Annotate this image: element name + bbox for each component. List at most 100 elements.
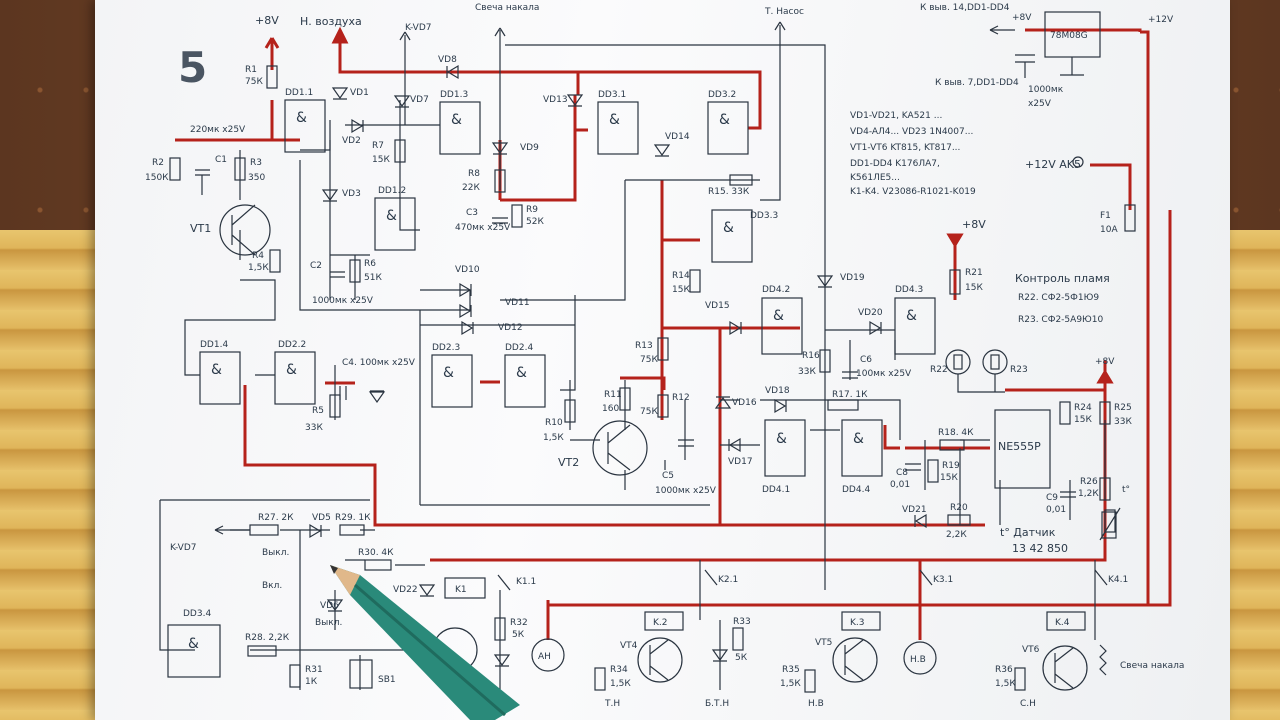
ne555-chip — [994, 409, 1051, 489]
voltage-regulator: 78M08G К выв. 14,DD1-DD4 +8V +12V К выв.… — [920, 3, 1174, 109]
button-sb1-symbol — [349, 659, 373, 689]
svg-text:R18. 4К: R18. 4К — [938, 428, 974, 438]
svg-text:VD6: VD6 — [320, 601, 339, 611]
svg-text:R21: R21 — [965, 268, 983, 278]
logic-gates: && && && && && && && & — [167, 99, 936, 678]
svg-text:VD1-VD21, KA521 ...: VD1-VD21, KA521 ... — [850, 111, 942, 121]
svg-text:АН: АН — [538, 652, 551, 662]
svg-text:R8: R8 — [468, 169, 480, 179]
gate-dd3-1 — [597, 101, 639, 155]
svg-text:R24: R24 — [1074, 403, 1092, 413]
svg-text:1К: 1К — [305, 677, 318, 687]
motor-ah — [531, 638, 565, 672]
svg-text:DD3.1: DD3.1 — [598, 90, 626, 100]
svg-text:Выкл.: Выкл. — [315, 618, 342, 628]
svg-text:&: & — [451, 112, 462, 128]
svg-text:1,5К: 1,5К — [780, 679, 801, 689]
svg-text:R33: R33 — [733, 617, 751, 627]
svg-text:Т.Н: Т.Н — [604, 699, 620, 709]
gate-dd3-2 — [707, 101, 749, 155]
svg-text:VT6: VT6 — [1022, 645, 1040, 655]
svg-text:13 42 850: 13 42 850 — [1012, 542, 1068, 555]
gate-dd1-1 — [284, 99, 326, 153]
svg-text:78M08G: 78M08G — [1050, 31, 1088, 41]
resistors — [169, 65, 1136, 693]
svg-text:Н.В: Н.В — [910, 655, 926, 665]
svg-text:C4. 100мк x25V: C4. 100мк x25V — [342, 358, 416, 368]
svg-text:Н. воздуха: Н. воздуха — [300, 15, 362, 28]
svg-text:5К: 5К — [512, 630, 525, 640]
svg-text:VD16: VD16 — [732, 398, 757, 408]
svg-text:R30. 4К: R30. 4К — [358, 548, 394, 558]
svg-text:C3: C3 — [466, 208, 478, 218]
svg-text:&: & — [719, 112, 730, 128]
svg-text:DD4.3: DD4.3 — [895, 285, 923, 295]
svg-text:R22: R22 — [930, 365, 948, 375]
svg-text:R25: R25 — [1114, 403, 1132, 413]
svg-text:1000мк x25V: 1000мк x25V — [655, 486, 717, 496]
svg-text:t° Датчик: t° Датчик — [1000, 526, 1056, 539]
black-wiring — [159, 25, 1106, 690]
svg-text:DD4.2: DD4.2 — [762, 285, 790, 295]
svg-text:K1.1: K1.1 — [516, 577, 536, 587]
svg-text:100мк x25V: 100мк x25V — [856, 369, 912, 379]
svg-text:C9: C9 — [1046, 493, 1058, 503]
svg-text:160: 160 — [602, 404, 619, 414]
svg-text:C6: C6 — [860, 355, 872, 365]
svg-text:C2: C2 — [310, 261, 322, 271]
svg-text:33К: 33К — [798, 367, 816, 377]
gate-dd2-4 — [504, 354, 546, 408]
top-arrows: +8V Н. воздуха K-VD7 Свеча накала Т. Нас… — [255, 3, 804, 49]
svg-text:DD4.1: DD4.1 — [762, 485, 790, 495]
svg-text:SB1: SB1 — [378, 675, 396, 685]
svg-text:350: 350 — [248, 173, 265, 183]
timer-555: NE555P t° Датчик 13 42 850 t° +8V — [994, 357, 1130, 555]
svg-text:VD21: VD21 — [902, 505, 927, 515]
svg-text:15К: 15К — [672, 285, 690, 295]
svg-text:Выкл.: Выкл. — [262, 548, 289, 558]
svg-text:K561ЛЕ5...: K561ЛЕ5... — [850, 173, 900, 183]
svg-text:R35: R35 — [782, 665, 800, 675]
svg-text:15К: 15К — [965, 283, 983, 293]
svg-text:VD20: VD20 — [858, 308, 883, 318]
svg-text:C8: C8 — [896, 468, 908, 478]
svg-text:33К: 33К — [1114, 417, 1132, 427]
svg-text:&: & — [773, 308, 784, 324]
svg-text:75К: 75К — [640, 407, 658, 417]
svg-text:470мк x25V: 470мк x25V — [455, 223, 511, 233]
svg-text:R22. СФ2-5Ф1Ю9: R22. СФ2-5Ф1Ю9 — [1018, 293, 1099, 303]
svg-text:VD8: VD8 — [438, 55, 457, 65]
loads: АН Н.В Т.Н Б.Т.Н Н.В С.Н Свеча накала — [531, 638, 1184, 709]
svg-text:VD13: VD13 — [543, 95, 568, 105]
gate-dd1-4 — [199, 351, 241, 405]
svg-text:R31: R31 — [305, 665, 323, 675]
svg-text:VD7: VD7 — [410, 95, 429, 105]
svg-text:VT4: VT4 — [620, 641, 638, 651]
svg-text:75К: 75К — [245, 77, 263, 87]
gate-dd4-2 — [761, 297, 803, 355]
svg-text:K1-K4. V23086-R1021-K019: K1-K4. V23086-R1021-K019 — [850, 187, 976, 197]
svg-text:R3: R3 — [250, 158, 262, 168]
svg-text:VT1-VT6 KT815, KT817...: VT1-VT6 KT815, KT817... — [850, 143, 960, 153]
svg-text:C5: C5 — [662, 471, 674, 481]
svg-text:VD4-AЛ4... VD23 1N4007...: VD4-AЛ4... VD23 1N4007... — [850, 127, 973, 137]
svg-text:15К: 15К — [1074, 415, 1092, 425]
svg-text:R27. 2К: R27. 2К — [258, 513, 294, 523]
red-power-traces — [175, 28, 1172, 640]
svg-text:&: & — [211, 362, 222, 378]
gate-dd4-1 — [764, 419, 806, 477]
svg-text:R36: R36 — [995, 665, 1013, 675]
svg-text:K.4: K.4 — [1055, 618, 1070, 628]
gate-dd4-3 — [894, 297, 936, 355]
svg-text:DD1.1: DD1.1 — [285, 88, 313, 98]
svg-text:Н.В: Н.В — [808, 699, 824, 709]
svg-text:&: & — [776, 431, 787, 447]
svg-text:+8V: +8V — [962, 218, 986, 231]
svg-text:&: & — [443, 365, 454, 381]
svg-text:+12V: +12V — [1148, 15, 1174, 25]
svg-text:VD11: VD11 — [505, 298, 530, 308]
relays: K1 K.2 K.3 K.4 K1.1 K2.1 K3.1 K4.1 — [444, 569, 1128, 631]
parts-notes: VD1-VD21, KA521 ... VD4-AЛ4... VD23 1N40… — [850, 111, 1118, 235]
svg-text:К выв. 14,DD1-DD4: К выв. 14,DD1-DD4 — [920, 3, 1010, 13]
